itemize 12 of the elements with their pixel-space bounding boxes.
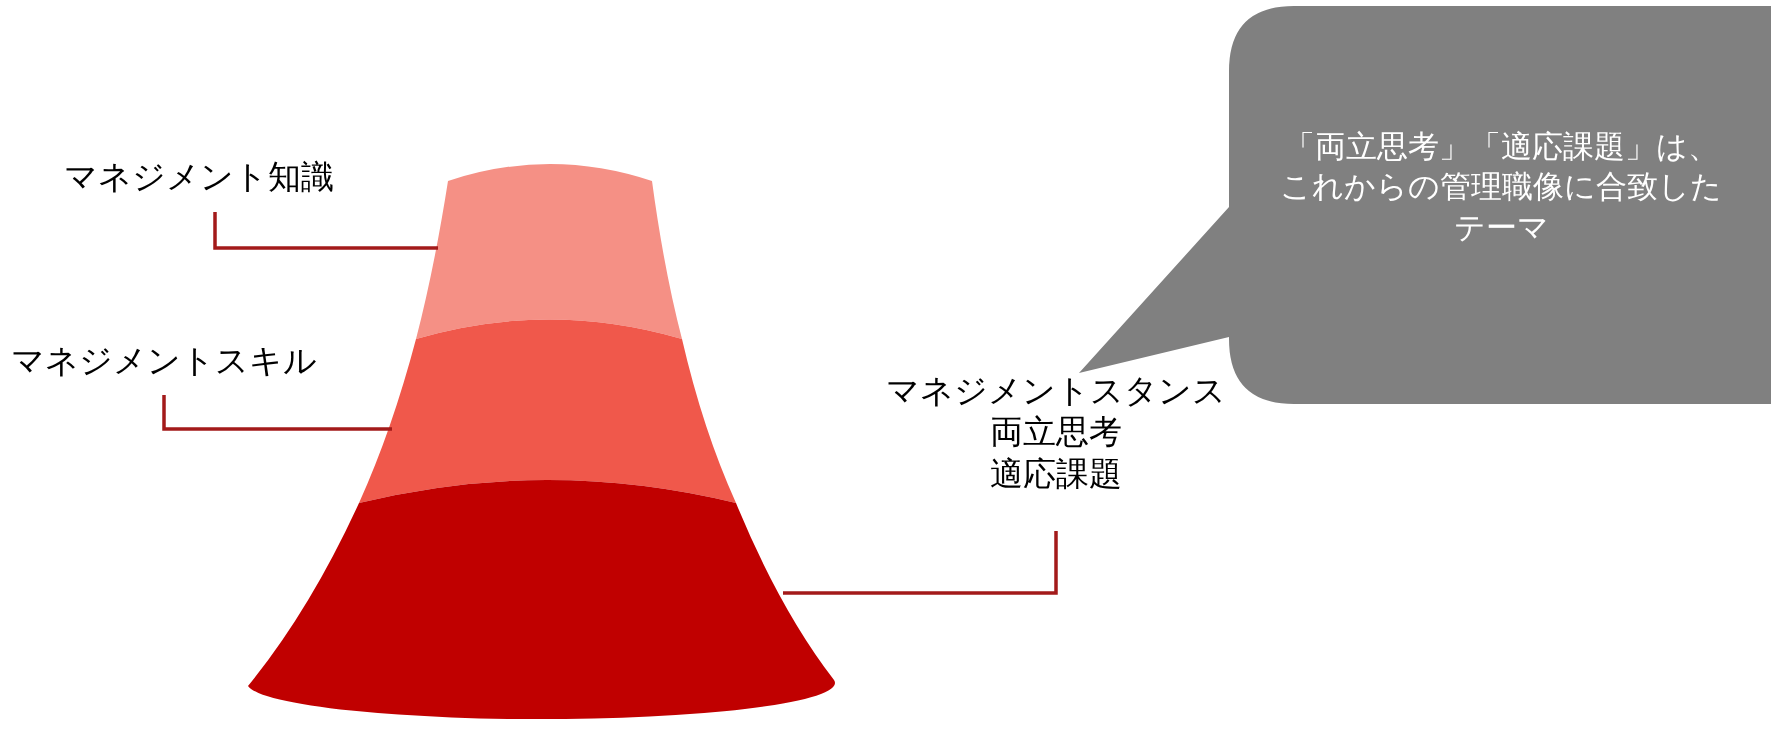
callout-text: 「両立思考」「適応課題」は、これからの管理職像に合致したテーマ xyxy=(1279,127,1723,247)
label-text: マネジメントスキル xyxy=(11,340,317,382)
label-text: 適応課題 xyxy=(989,452,1123,494)
mountain-layer xyxy=(416,164,682,339)
leader-line xyxy=(162,395,392,431)
leader-line xyxy=(783,531,1058,595)
label-text: マネジメント知識 xyxy=(64,156,334,198)
mountain-layer xyxy=(248,480,835,720)
leader-line xyxy=(213,212,438,250)
label-text: マネジメントスタンス xyxy=(886,370,1226,412)
label-text: 両立思考 xyxy=(989,411,1123,453)
mountain-layer xyxy=(359,319,736,503)
